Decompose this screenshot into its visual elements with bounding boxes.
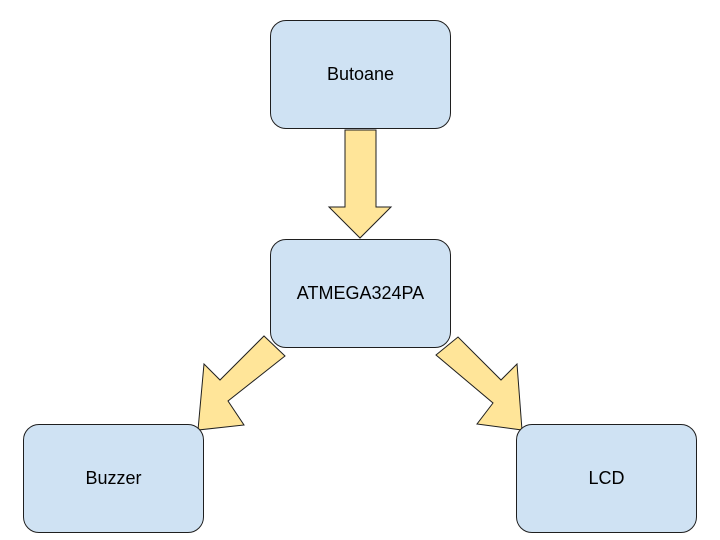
node-label: ATMEGA324PA: [296, 283, 425, 303]
node-lcd: LCD: [516, 424, 697, 533]
node-butoane: Butoane: [270, 20, 451, 129]
arrow-mcu-to-lcd: [435, 336, 523, 431]
node-atmega324pa: ATMEGA324PA: [270, 239, 451, 348]
arrow-butoane-to-mcu: [327, 129, 393, 239]
node-label: Buzzer: [85, 468, 142, 488]
node-label: LCD: [588, 468, 625, 488]
node-buzzer: Buzzer: [23, 424, 204, 533]
arrow-mcu-to-buzzer: [197, 335, 286, 431]
node-label: Butoane: [326, 64, 395, 84]
